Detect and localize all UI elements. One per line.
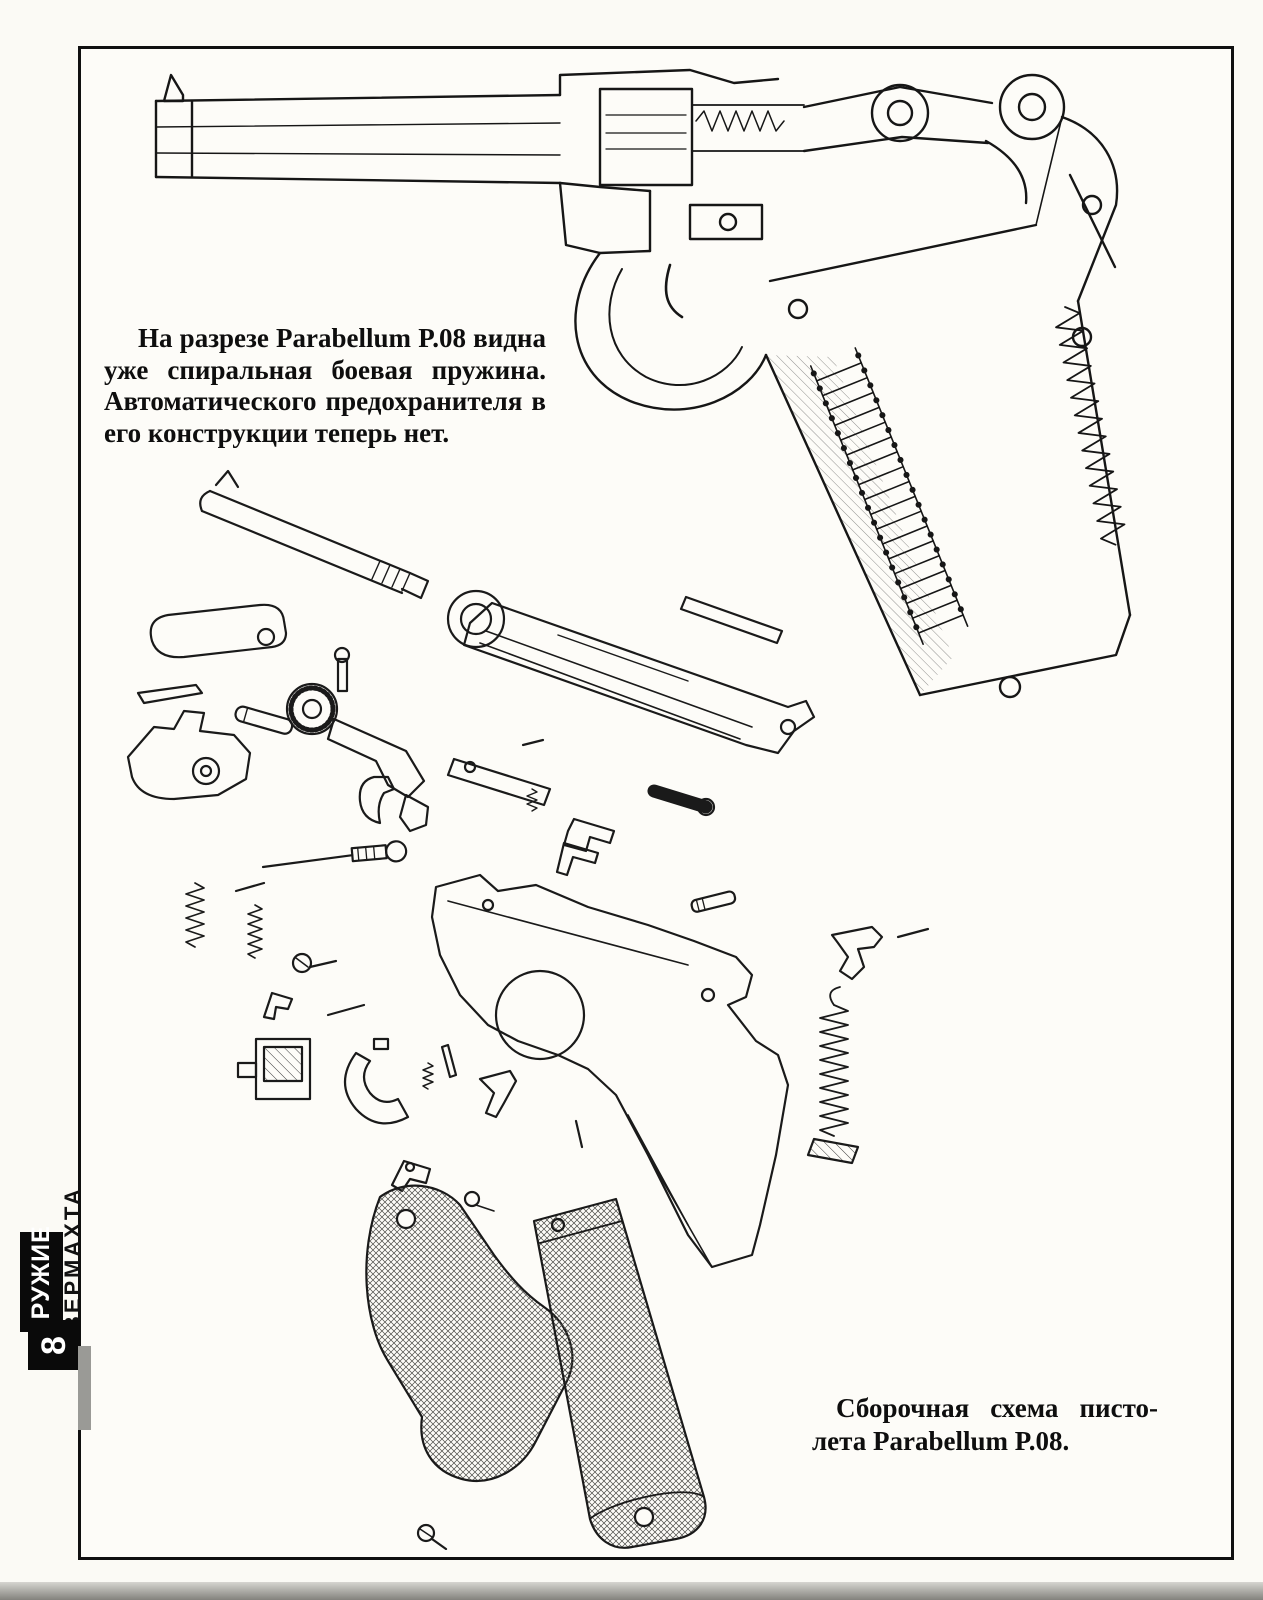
pistol-cutaway-figure	[154, 68, 1132, 699]
intro-paragraph: На разрезе Parabellum P.08 видна уже спи…	[104, 323, 546, 448]
figure-caption-line2: лета Parabellum P.08.	[812, 1425, 1070, 1456]
figure-caption-line1: Сборочная схема писто-	[836, 1393, 1158, 1423]
binding-mark	[78, 1346, 91, 1430]
exploded-diagram-figure	[126, 469, 930, 1550]
edition-label: ВЕРМАХТА	[60, 1186, 85, 1332]
scan-edge-strip	[0, 1582, 1263, 1600]
magazine-logo: ОРУЖИЕ	[20, 1225, 63, 1339]
page-frame	[78, 46, 1234, 1560]
figure-caption: Сборочная схема писто- лета Parabellum P…	[812, 1392, 1158, 1458]
page-number-badge: 8	[28, 1320, 80, 1370]
